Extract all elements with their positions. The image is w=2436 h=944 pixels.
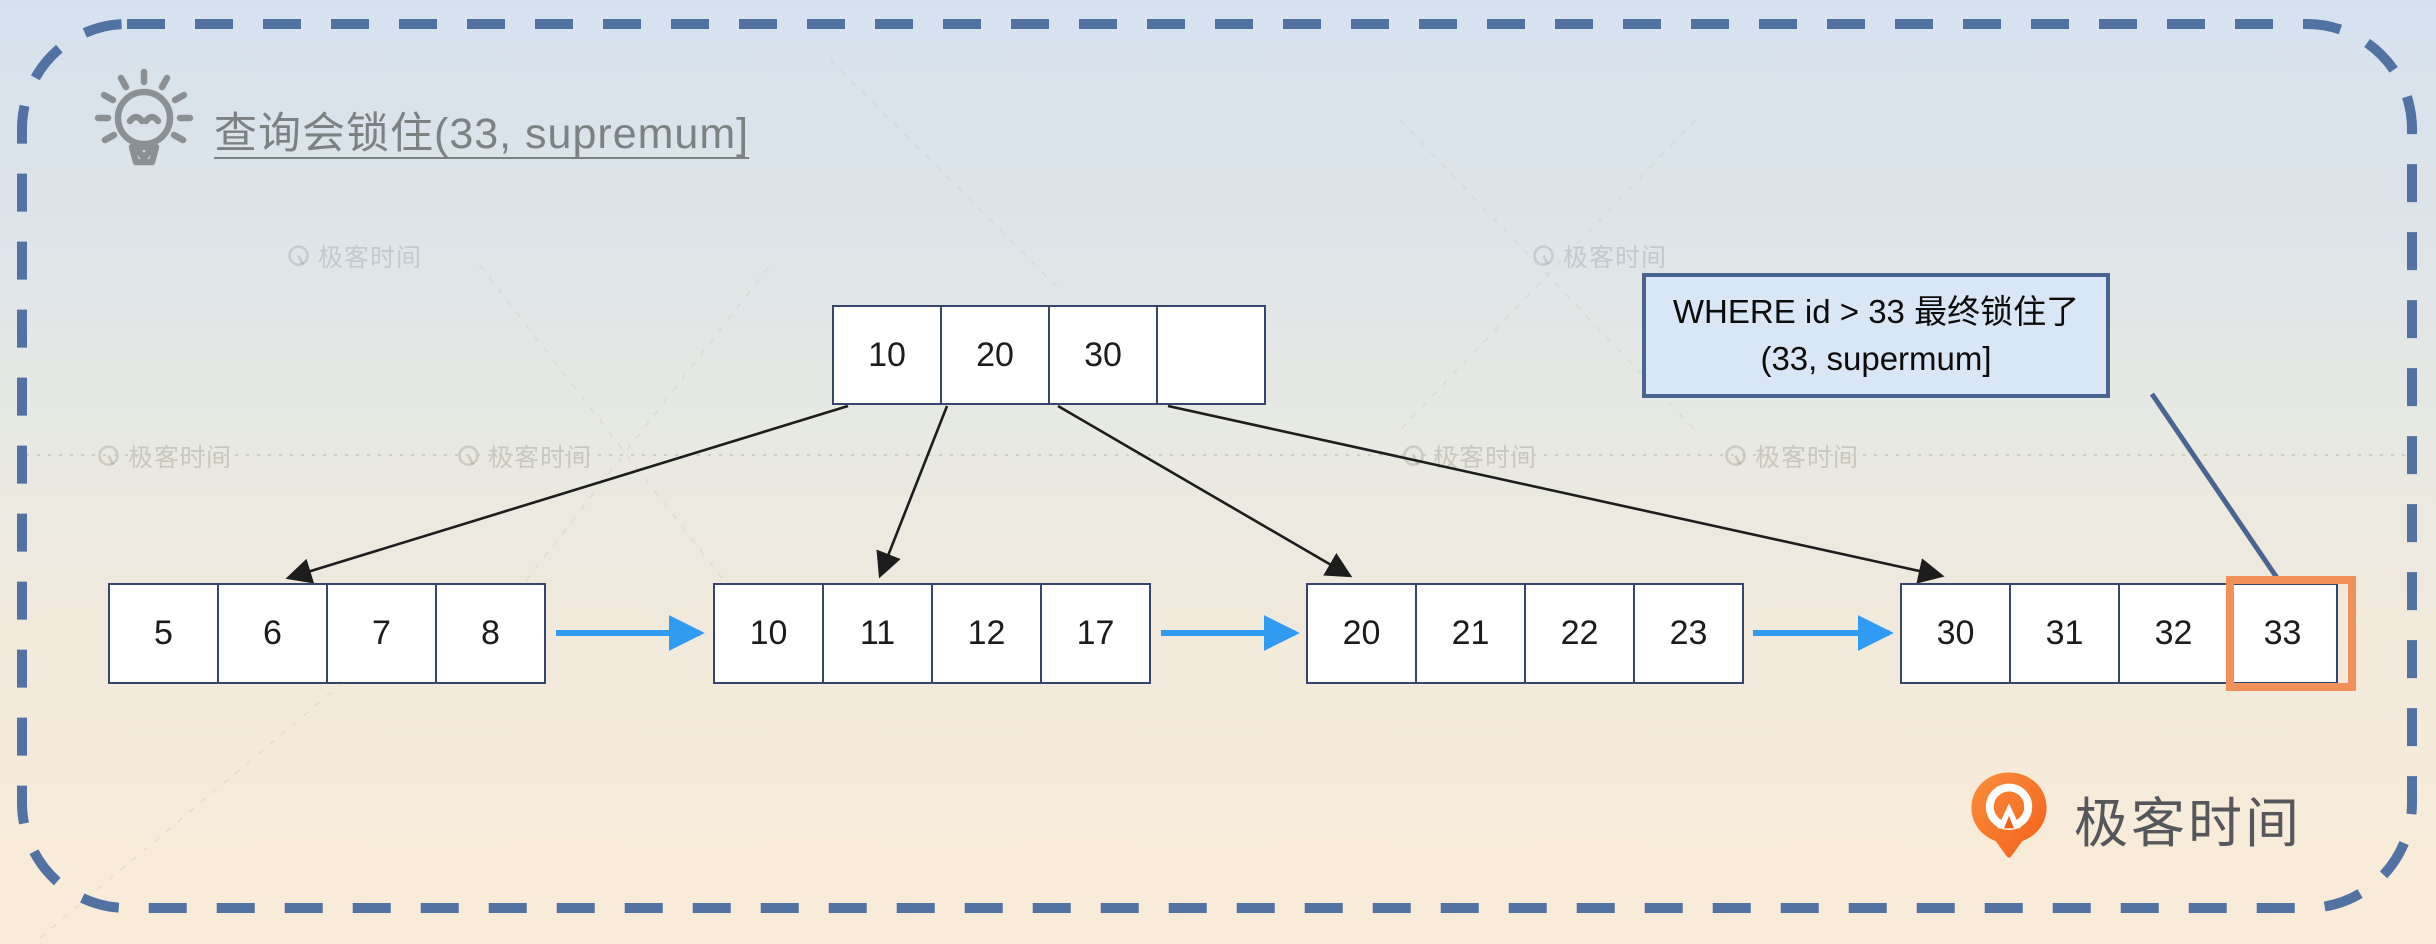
- geek-logo-watermark-icon: [1533, 244, 1554, 266]
- leaf-cell: 11: [822, 583, 933, 684]
- title-row: 查询会锁住(33, supremum]: [92, 68, 749, 178]
- lock-range-callout: WHERE id > 33 最终锁住了 (33, supermum]: [1642, 273, 2110, 398]
- leaf-cell: 30: [1900, 583, 2011, 684]
- callout-connector-line: [2149, 392, 2291, 596]
- leaf-cell: 17: [1040, 583, 1151, 684]
- watermark: 极客时间: [95, 438, 232, 474]
- page-title: 查询会锁住(33, supremum]: [214, 110, 750, 158]
- leaf-cell: 10: [713, 583, 824, 684]
- leaf-cell: 6: [217, 583, 328, 684]
- leaf-cell: 23: [1633, 583, 1744, 684]
- watermark: 极客时间: [1722, 438, 1859, 474]
- leaf-cell: 20: [1306, 583, 1417, 684]
- geek-logo-watermark-icon: [288, 244, 309, 266]
- watermark-diagonal-lines: [39, 59, 1696, 939]
- btree-leaf-node: 30 31 32 33: [1900, 583, 2338, 684]
- locked-cell-highlight: [2226, 576, 2356, 691]
- brand-logo-text: 极客时间: [2074, 793, 2302, 854]
- root-cell: 20: [940, 305, 1050, 405]
- leaf-cell: 32: [2118, 583, 2229, 684]
- watermark: 极客时间: [285, 238, 422, 274]
- leaf-cell: 5: [108, 583, 219, 684]
- root-cell: 10: [832, 305, 942, 405]
- geek-time-logo-icon: [1971, 772, 2047, 858]
- leaf-cell: 12: [931, 583, 1042, 684]
- geek-logo-watermark-icon: [98, 444, 119, 466]
- root-to-leaf-arrows: [285, 404, 1945, 584]
- root-cell: 30: [1048, 305, 1158, 405]
- leaf-cell: 8: [435, 583, 546, 684]
- brand-logo: 极客时间: [1966, 770, 2302, 866]
- btree-leaf-node: 20 21 22 23: [1306, 583, 1744, 684]
- leaf-cell: 31: [2009, 583, 2120, 684]
- leaf-cell: 21: [1415, 583, 1526, 684]
- callout-line1: WHERE id > 33 最终锁住了: [1672, 293, 2080, 331]
- leaf-cell: 22: [1524, 583, 1635, 684]
- watermark: 极客时间: [1530, 238, 1667, 274]
- btree-leaf-node: 10 11 12 17: [713, 583, 1151, 684]
- leaf-cell-locked: 33: [2227, 583, 2338, 684]
- dashed-frame: [17, 19, 2417, 913]
- btree-leaf-node: 5 6 7 8: [108, 583, 546, 684]
- root-cell-empty: [1156, 305, 1266, 405]
- callout-line2: (33, supermum]: [1760, 339, 1992, 377]
- btree-root-node: 10 20 30: [832, 305, 1266, 405]
- lightbulb-icon: [94, 68, 194, 166]
- leaf-cell: 7: [326, 583, 437, 684]
